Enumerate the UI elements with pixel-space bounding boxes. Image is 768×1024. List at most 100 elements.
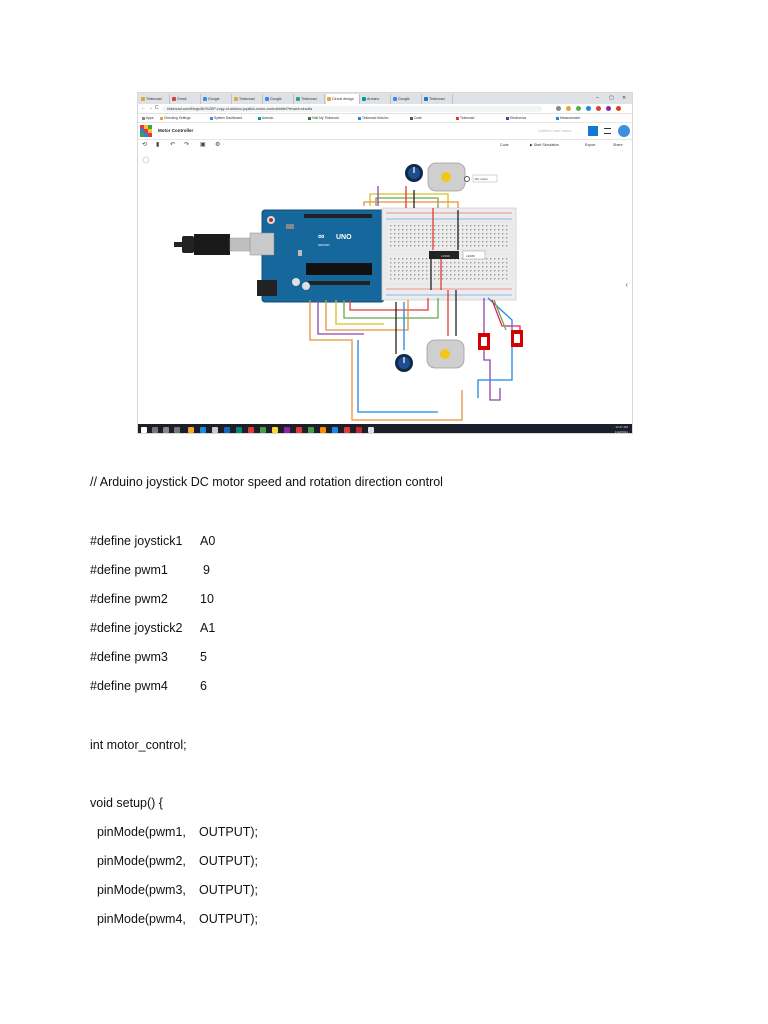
browser-tab[interactable]: Gmail	[171, 94, 201, 104]
menu-icon[interactable]	[616, 106, 621, 111]
breadboard-hole	[466, 270, 468, 272]
bookmark-item[interactable]: System Dashboard	[210, 114, 242, 122]
maximize-button[interactable]: ▢	[609, 95, 614, 101]
breadboard-hole	[458, 245, 460, 247]
app-icon[interactable]	[236, 426, 242, 433]
tinkercad-logo[interactable]	[140, 125, 152, 137]
bookmark-item[interactable]: Visit My Tinkercad	[308, 114, 339, 122]
breadboard-hole	[426, 245, 428, 247]
start-simulation-button[interactable]: ▶ Start Simulation	[530, 143, 560, 147]
breadboard-hole	[498, 245, 500, 247]
browser-tab[interactable]: Tinkercad	[423, 94, 453, 104]
browser-tab[interactable]: Google	[202, 94, 232, 104]
forward-icon[interactable]: →	[148, 105, 153, 111]
app-icon[interactable]	[248, 426, 254, 433]
tab-favicon-icon	[265, 97, 269, 101]
bookmark-star-icon[interactable]	[556, 106, 561, 111]
bookmark-icon	[142, 116, 145, 120]
minimize-button[interactable]: –	[596, 95, 599, 101]
file-explorer-icon[interactable]	[188, 426, 194, 433]
extension-icon[interactable]	[596, 106, 601, 111]
l293d-chip[interactable]: L293D L293D	[429, 250, 486, 260]
store-icon[interactable]	[212, 426, 218, 433]
app-icon[interactable]	[332, 426, 338, 433]
dc-motor-top[interactable]: DC motor	[427, 162, 498, 192]
bookmark-item[interactable]: Apps	[142, 114, 154, 122]
breadboard-hole	[474, 270, 476, 272]
profile-icon[interactable]	[606, 106, 611, 111]
redo-icon[interactable]: ↷	[184, 142, 190, 148]
app-icon[interactable]	[272, 426, 278, 433]
avatar[interactable]	[618, 125, 630, 137]
bookmark-item[interactable]: Tinkercad Arduino	[358, 114, 388, 122]
bookmark-item[interactable]: Electronics	[506, 114, 526, 122]
address-bar-row: ← → C tinkercad.com/things/8cYk2EP-copy-…	[138, 104, 632, 114]
system-clock[interactable]: 12:47 AM 11/2/2021	[615, 425, 628, 433]
breadboard-hole	[462, 245, 464, 247]
browser-tab[interactable]: Google	[264, 94, 294, 104]
breadboard-hole	[394, 274, 396, 276]
potentiometer-bottom[interactable]	[395, 354, 413, 372]
undo-icon[interactable]: ↶	[170, 142, 176, 148]
breadboard-hole	[434, 237, 436, 239]
app-icon[interactable]	[284, 426, 290, 433]
task-view-icon[interactable]	[174, 426, 180, 433]
usb-cable[interactable]	[174, 234, 253, 255]
circuit-view-button[interactable]	[588, 126, 598, 136]
circuit-canvas[interactable]: ‹ ∞ UNO ARDUINO	[138, 150, 632, 424]
bookmark-item[interactable]: Checking Settings	[160, 114, 191, 122]
design-title[interactable]: Motor Controller	[158, 128, 194, 133]
extension-icon[interactable]	[576, 106, 581, 111]
export-button[interactable]: Export	[585, 143, 596, 147]
app-icon[interactable]	[344, 426, 350, 433]
slide-switch-right[interactable]	[511, 330, 523, 347]
bookmark-item[interactable]: Tinkercad	[456, 114, 474, 122]
mail-icon[interactable]	[224, 426, 230, 433]
search-icon[interactable]	[152, 426, 158, 433]
extension-icon[interactable]	[566, 106, 571, 111]
arduino-uno-board[interactable]: ∞ UNO ARDUINO	[249, 209, 385, 303]
list-view-icon[interactable]	[604, 128, 611, 134]
breadboard-hole	[406, 233, 408, 235]
breadboard-hole	[494, 233, 496, 235]
extension-icon[interactable]	[586, 106, 591, 111]
rotate-icon[interactable]: ⟲	[142, 142, 148, 148]
browser-tab[interactable]: Tinkercad	[233, 94, 263, 104]
app-icon[interactable]	[368, 426, 374, 433]
browser-tab[interactable]: Arduino	[361, 94, 391, 104]
cortana-icon[interactable]	[163, 426, 169, 433]
bookmark-item[interactable]: Measurement	[556, 114, 580, 122]
windows-start-icon[interactable]	[141, 426, 147, 433]
browser-tab-active[interactable]: Circuit design	[326, 94, 360, 104]
tab-favicon-icon	[424, 97, 428, 101]
settings-icon[interactable]: ⚙	[215, 142, 221, 148]
app-icon[interactable]	[308, 426, 314, 433]
slide-switch-left[interactable]	[478, 333, 490, 350]
browser-tab[interactable]: Tinkercad	[295, 94, 325, 104]
breadboard-hole	[474, 229, 476, 231]
bookmark-item[interactable]: Code	[410, 114, 422, 122]
bookmark-item[interactable]: Arduino	[258, 114, 273, 122]
reload-icon[interactable]: C	[155, 105, 159, 111]
breadboard-hole	[454, 241, 456, 243]
chrome-icon[interactable]	[260, 426, 266, 433]
back-icon[interactable]: ←	[141, 105, 146, 111]
browser-tab[interactable]: Tinkercad	[140, 94, 170, 104]
close-window-button[interactable]: ✕	[622, 95, 627, 101]
breadboard-hole	[434, 278, 436, 280]
collapse-panel-icon[interactable]: ‹	[625, 280, 628, 289]
code-button[interactable]: Code	[500, 140, 509, 150]
app-icon[interactable]	[320, 426, 326, 433]
share-button[interactable]: Share	[613, 143, 623, 147]
delete-icon[interactable]: ▮	[156, 142, 160, 148]
breadboard-hole	[422, 245, 424, 247]
breadboard-hole	[406, 245, 408, 247]
dc-motor-bottom[interactable]	[426, 339, 465, 369]
edge-icon[interactable]	[200, 426, 206, 433]
browser-tab[interactable]: Google	[392, 94, 422, 104]
potentiometer-top[interactable]	[405, 164, 423, 182]
app-icon[interactable]	[356, 426, 362, 433]
url-field[interactable]: tinkercad.com/things/8cYk2EP-copy-of-ard…	[162, 105, 542, 112]
notes-icon[interactable]: ▣	[200, 142, 206, 148]
app-icon[interactable]	[296, 426, 302, 433]
